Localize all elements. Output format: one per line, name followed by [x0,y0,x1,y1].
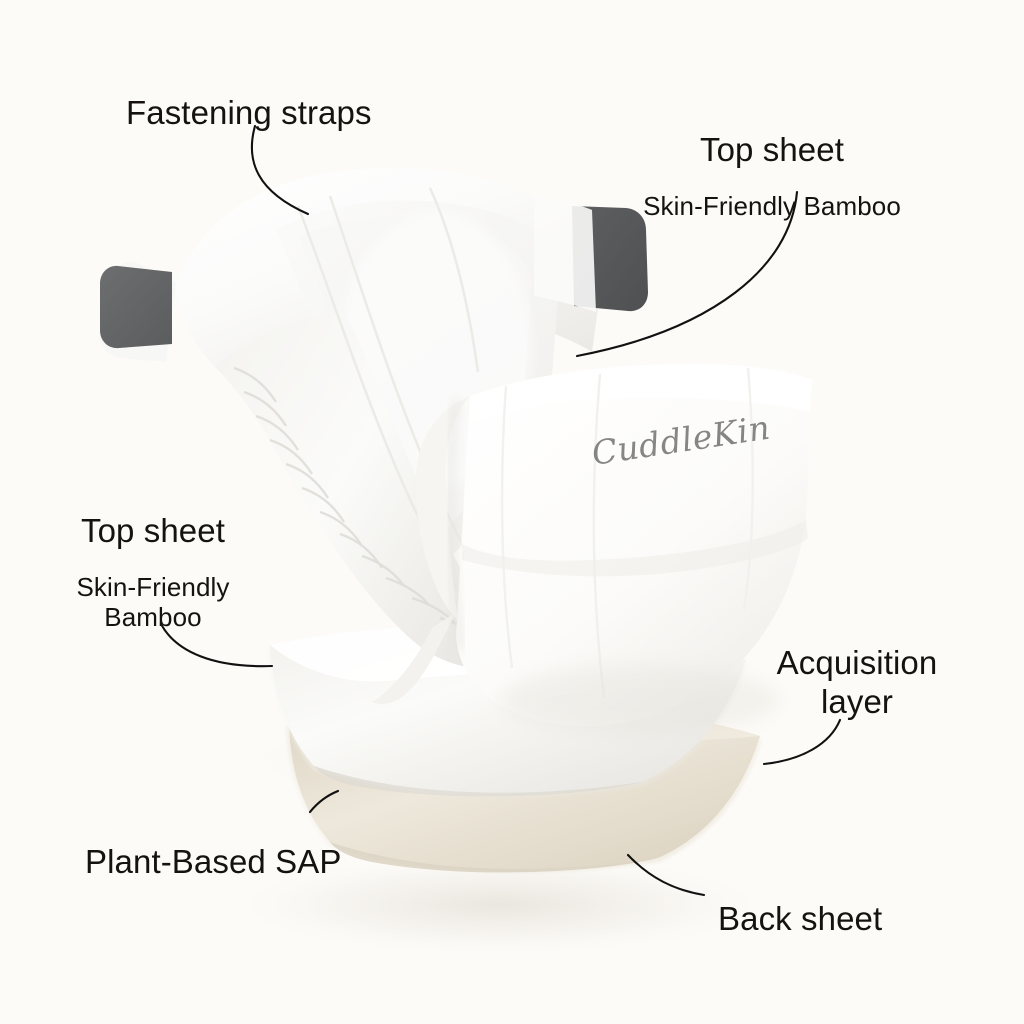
leader-acquisition-layer [762,718,842,766]
callout-title: Top sheet [699,130,844,168]
ground-shadow [240,857,760,953]
callout-title: Acquisition layer [776,643,938,720]
leader-back-sheet [626,853,706,897]
fastening-tab-left [99,262,176,362]
diaper-body [99,167,812,734]
callout-top-sheet-right: Top sheet Skin-Friendly Bamboo [597,112,947,240]
callout-title: Plant-Based SAP [85,842,342,880]
leader-top-sheet-left [159,622,274,668]
leader-plant-based-sap [308,789,340,814]
callout-subtitle: Skin-Friendly Bamboo [643,190,901,221]
callout-top-sheet-left: Top sheet Skin-Friendly Bamboo [14,493,292,652]
leader-fastening-straps [250,124,310,216]
callout-back-sheet: Back sheet [718,881,882,958]
callout-subtitle: Skin-Friendly Bamboo [76,571,230,633]
callout-title: Top sheet [80,511,225,549]
callout-plant-based-sap: Plant-Based SAP [85,824,341,901]
leader-lines [159,124,842,897]
callout-title: Back sheet [718,899,883,937]
elastic-ruffles [233,366,483,639]
callout-fastening-straps: Fastening straps [126,75,372,152]
callout-title: Fastening straps [126,93,372,131]
leader-top-sheet-right [575,190,799,358]
callout-acquisition-layer: Acquisition layer [742,625,972,741]
